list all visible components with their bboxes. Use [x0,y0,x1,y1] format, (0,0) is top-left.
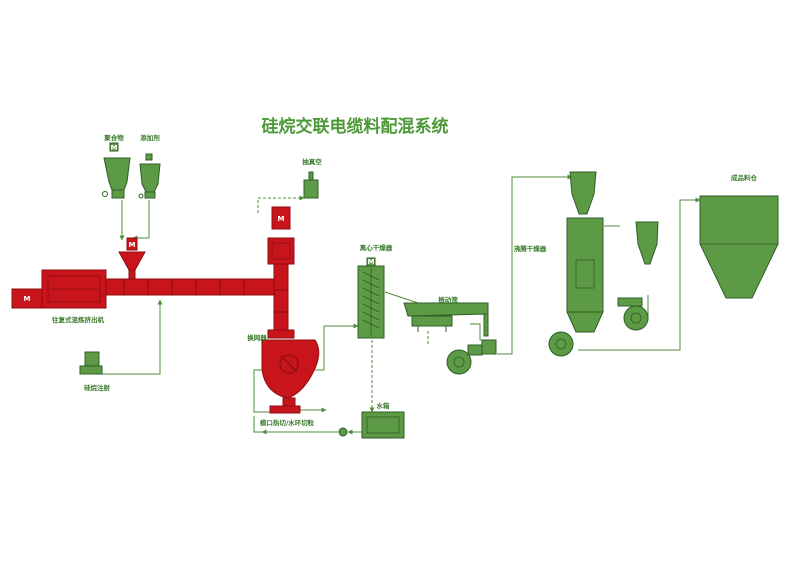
label-screen: 振动筛 [438,295,458,304]
vibrating-screen [403,302,489,317]
label-dryer: 离心干燥器 [360,243,393,252]
feed-hopper [118,251,146,271]
label-water-tank: 水箱 [377,401,391,410]
blower-1 [446,349,472,375]
vertical-barrel [273,263,289,331]
diagram-title: 硅烷交联电缆料配混系统 [262,116,449,137]
blower-2 [548,331,574,357]
product-silo [699,195,779,299]
water-tank [361,411,405,439]
motor-symbol: M [111,144,118,152]
label-fluid-dryer: 沸腾干燥器 [514,244,547,253]
additive-hopper [139,163,161,193]
extruder-barrel [105,278,277,296]
screen-changer [267,329,295,339]
label-exhaust: 抽真空 [302,157,322,166]
label-hopper1: 聚合物 [103,133,124,142]
label-silo: 成品料仓 [731,173,758,182]
motor-symbol: M [368,258,375,266]
motor-symbol: M [24,295,31,303]
extruder-line: M M M [11,206,320,414]
green-equipment: M [79,142,779,439]
blower-3 [623,305,649,331]
silane-pump [84,351,100,367]
label-pelletizer: 模口热切/水环切粒 [260,418,315,427]
label-silane: 硅烷注射 [84,383,111,392]
label-diverter: 换网器 [247,333,267,342]
cyclone [635,221,659,265]
polymer-hopper [103,157,131,191]
fluid-dryer-top [569,171,597,215]
vacuum-unit [303,179,319,199]
pelletizer-body [261,339,320,399]
motor-symbol: M [278,215,285,223]
water-pump [338,427,348,437]
fluid-dryer-body [566,217,604,313]
label-hopper2: 添加剂 [140,133,160,142]
feeder-motor [126,237,138,251]
label-extruder: 往复式混炼挤出机 [52,315,105,324]
vertical-extruder-motor [271,206,291,230]
motor-symbol: M [129,241,136,249]
pelletizer-head [269,405,301,414]
equipment-labels: 聚合物 添加剂 抽真空 往复式混炼挤出机 硅烷注射 换网器 模口热切/水环切粒 … [52,133,758,427]
flow-lines [100,174,701,435]
